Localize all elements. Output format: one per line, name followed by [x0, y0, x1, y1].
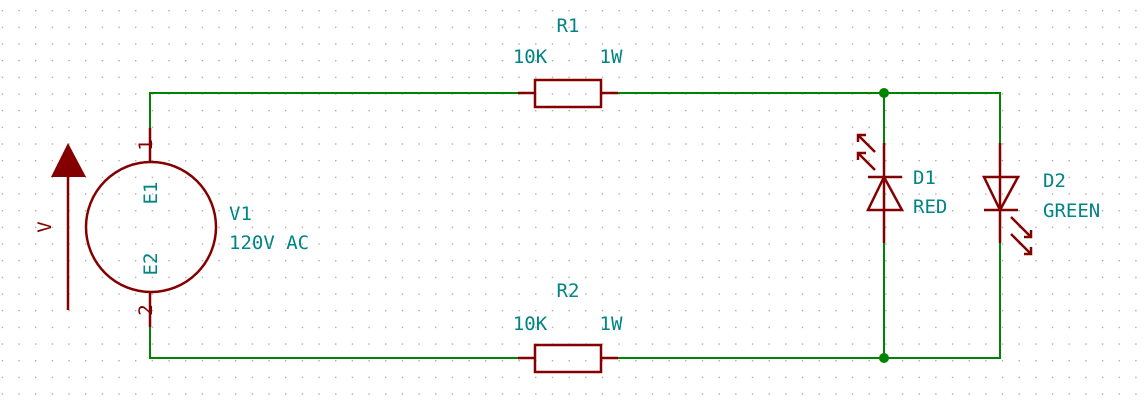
- r1-value: 10K: [513, 46, 548, 68]
- resistor-r1[interactable]: R1 10K 1W: [513, 15, 623, 109]
- source-ref: V1: [229, 203, 252, 225]
- pin1-name: E1: [140, 182, 162, 205]
- r2-ref: R2: [557, 280, 580, 302]
- r1-power: 1W: [600, 46, 623, 68]
- light-emission-icon: [856, 133, 876, 171]
- d1-value: RED: [913, 196, 947, 218]
- voltage-source-v1[interactable]: V 1 2 E1 E2 V1 120V AC: [34, 128, 309, 327]
- source-value: 120V AC: [229, 232, 309, 254]
- pin2-number: 2: [135, 304, 157, 315]
- junction-dot: [879, 353, 889, 363]
- d2-value: GREEN: [1043, 200, 1100, 222]
- junction-dot: [879, 88, 889, 98]
- light-emission-icon: [1010, 216, 1033, 256]
- r2-value: 10K: [513, 313, 548, 335]
- voltage-arrow-icon: [51, 143, 86, 177]
- r2-power: 1W: [600, 313, 623, 335]
- r1-ref: R1: [557, 15, 580, 37]
- resistor-r2[interactable]: R2 10K 1W: [513, 280, 623, 374]
- led-d1[interactable]: D1 RED: [856, 133, 947, 243]
- d1-ref: D1: [913, 167, 936, 189]
- pin1-number: 1: [135, 139, 157, 150]
- wires: [149, 88, 1001, 363]
- led-d2[interactable]: D2 GREEN: [982, 143, 1100, 256]
- pin2-name: E2: [140, 253, 162, 276]
- d2-ref: D2: [1043, 170, 1066, 192]
- voltage-arrow-label: V: [34, 221, 56, 232]
